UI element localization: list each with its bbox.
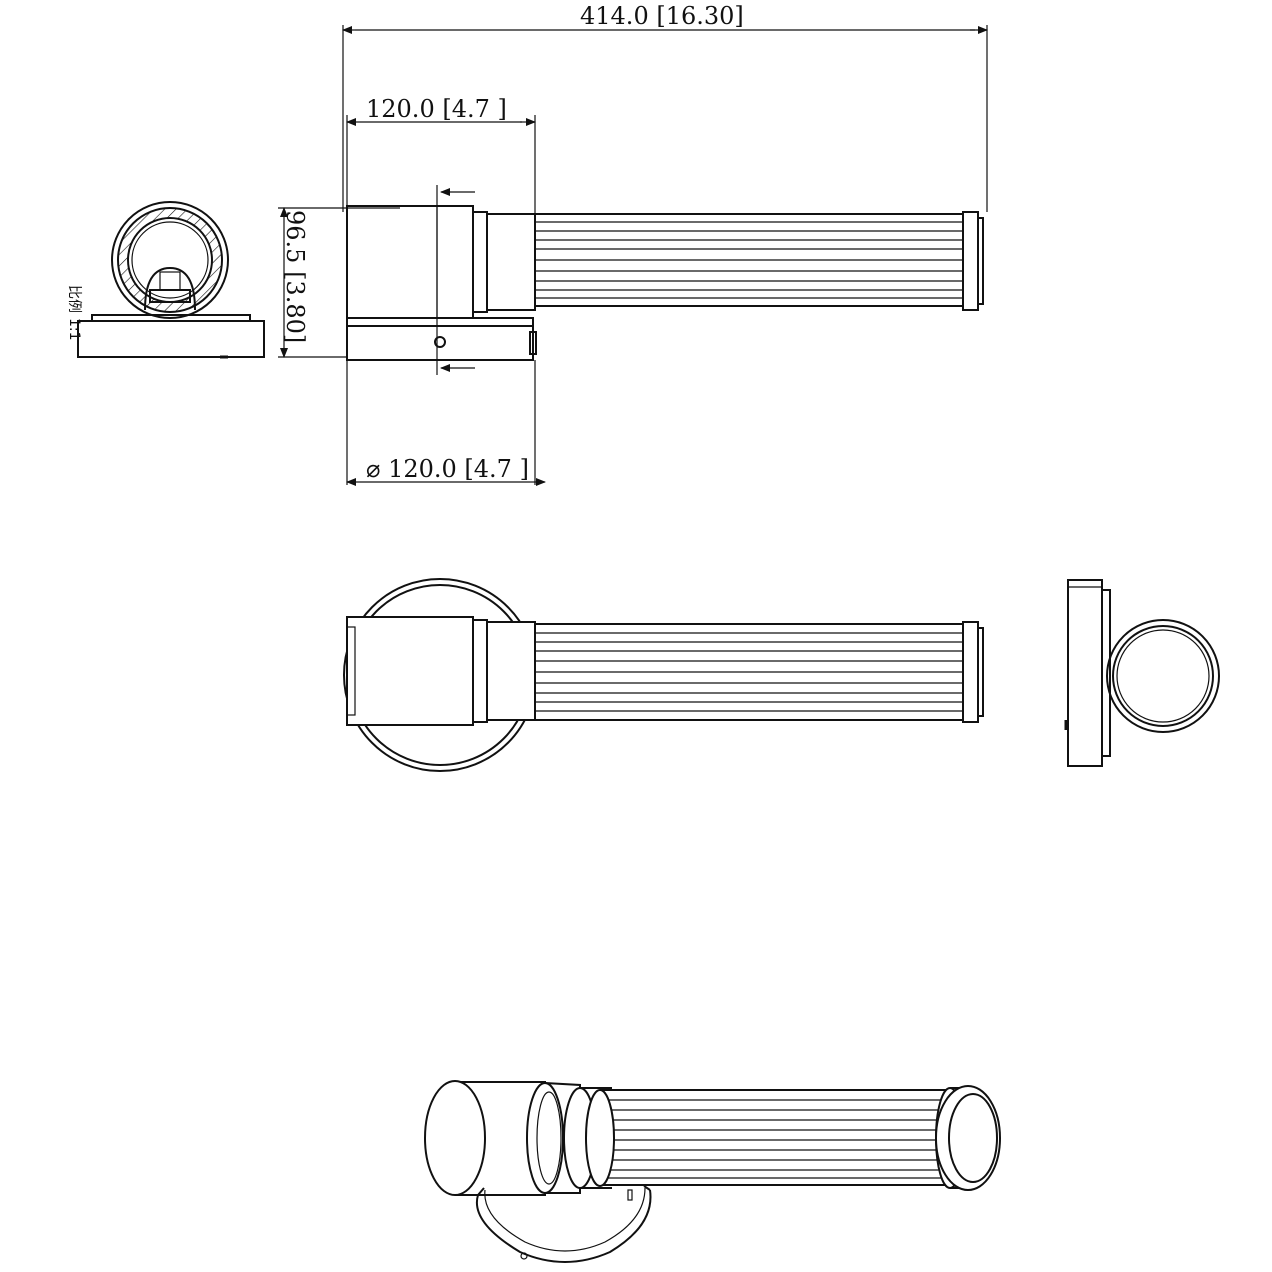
perspective-view <box>424 1080 1001 1263</box>
head-width-label: 120.0 [4.7 ] <box>366 95 507 123</box>
rose-diameter-label: ⌀ 120.0 [4.7 ] <box>366 455 529 483</box>
dim-overall-length: 414.0 [16.30] <box>342 2 988 212</box>
scale-label: 比例 <box>66 285 82 313</box>
overall-length-label: 414.0 [16.30] <box>580 2 744 30</box>
lever-flutes-top <box>535 221 963 299</box>
dim-head-width: 120.0 [4.7 ] <box>346 95 536 214</box>
top-view <box>343 578 984 772</box>
end-section-view <box>77 201 265 359</box>
front-view <box>346 185 984 375</box>
dim-height: 96.5 [3.80] <box>278 207 400 358</box>
scale-value: 1:1 <box>66 318 82 341</box>
height-label: 96.5 [3.80] <box>281 210 309 343</box>
lever-flutes-bottom <box>600 1099 945 1179</box>
end-view <box>1064 579 1220 767</box>
dim-rose-diameter: ⌀ 120.0 [4.7 ] <box>346 360 546 486</box>
lever-flutes-middle <box>535 632 963 712</box>
